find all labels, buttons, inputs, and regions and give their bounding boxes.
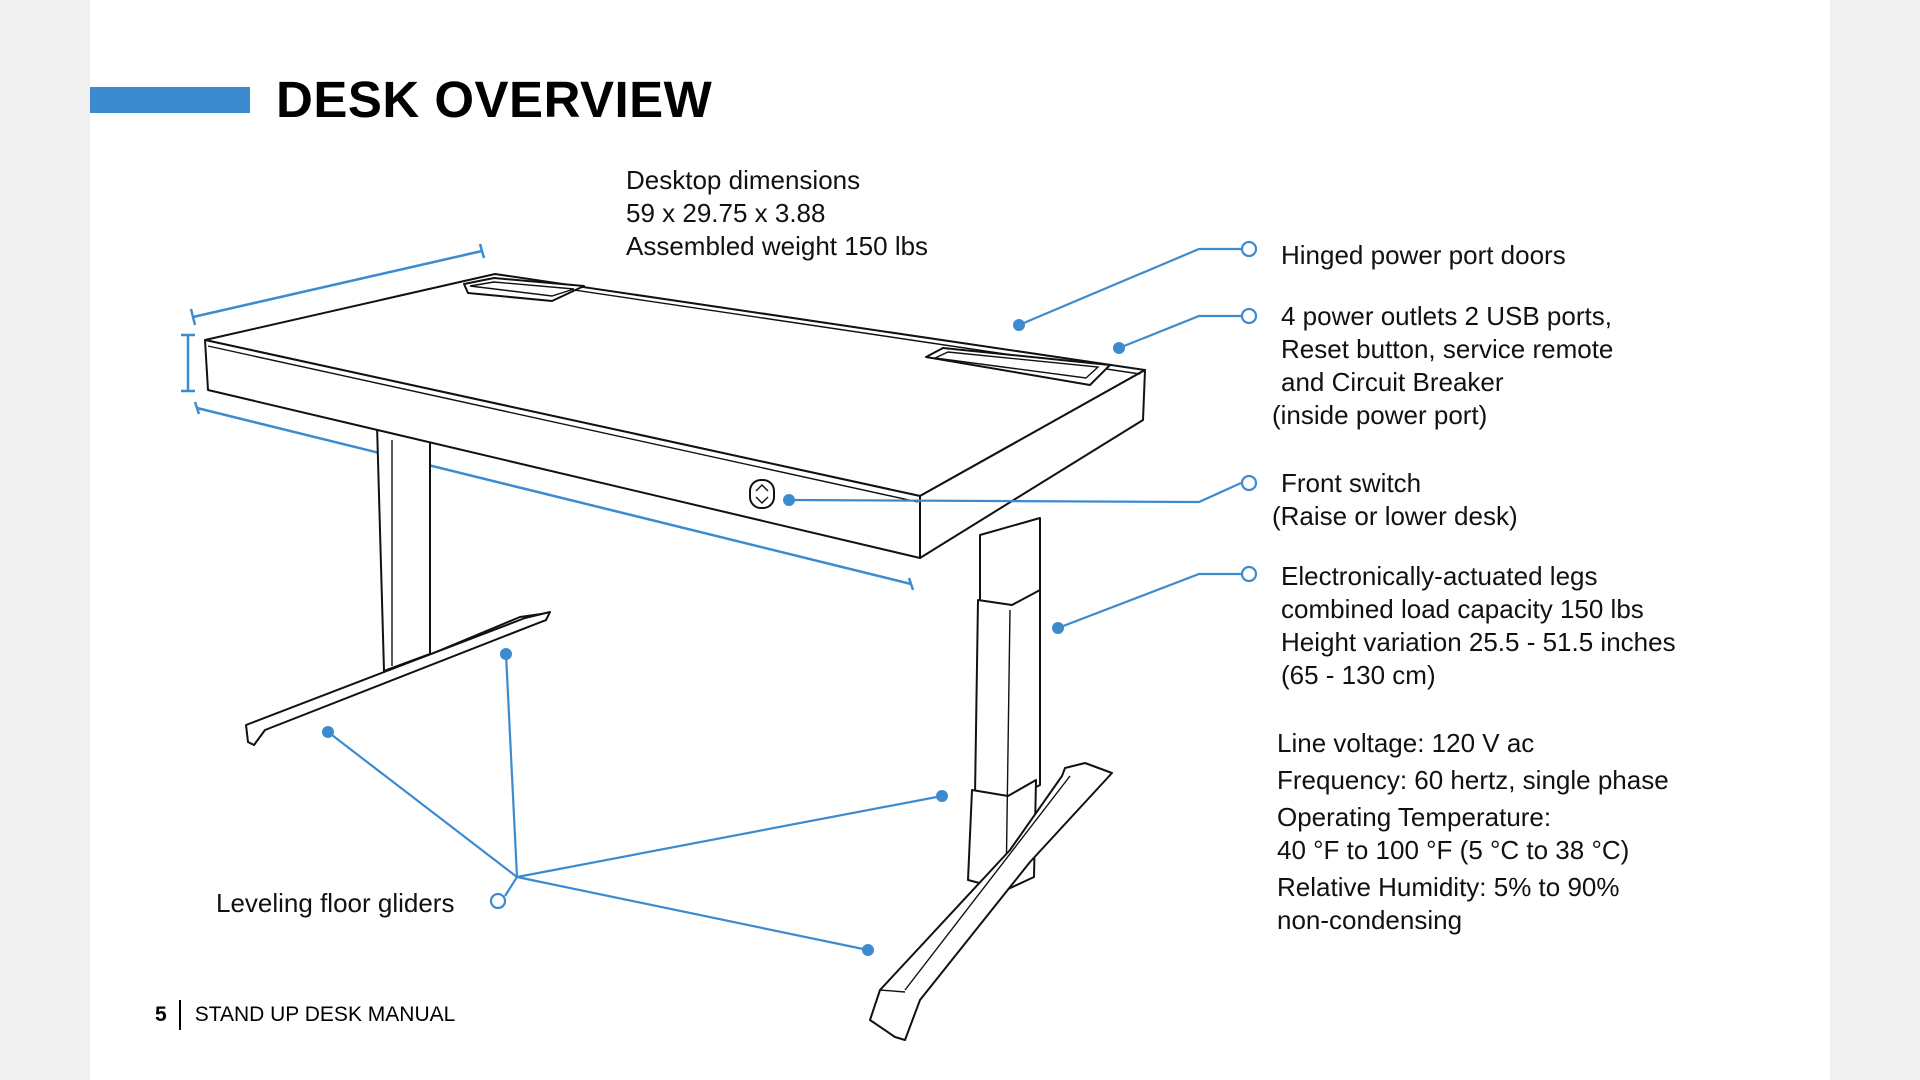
- spec-line: Frequency: 60 hertz, single phase: [1277, 765, 1669, 795]
- desktop-side: [919, 369, 1146, 559]
- callout-line: combined load capacity 150 lbs: [1281, 594, 1644, 624]
- raise-lower-switch-icon: [749, 479, 775, 509]
- page-number: 5: [155, 1003, 167, 1026]
- callout-line: Reset button, service remote: [1281, 334, 1614, 364]
- gliders-callout: Leveling floor gliders: [216, 887, 454, 920]
- power-port-marker: [1240, 307, 1258, 325]
- front-right-foot: [869, 762, 1113, 1041]
- spec-line: Relative Humidity: 5% to 90%: [1277, 872, 1620, 902]
- front-switch-marker: [1240, 474, 1258, 492]
- legs-marker: [1240, 565, 1258, 583]
- manual-title: STAND UP DESK MANUAL: [194, 1003, 456, 1026]
- callout-lines: [322, 240, 1258, 956]
- dimension-lines: [181, 243, 915, 591]
- callout-line: (Raise or lower desk): [1272, 501, 1518, 531]
- spec-line: Line voltage: 120 V ac: [1277, 728, 1535, 758]
- desk-drawing: [204, 273, 1146, 1041]
- callout-line: Leveling floor gliders: [216, 888, 455, 918]
- hinged-doors-marker: [1240, 240, 1258, 258]
- callout-line: Front switch: [1281, 468, 1422, 498]
- page-title: DESK OVERVIEW: [276, 71, 713, 128]
- callout-line: Electronically-actuated legs: [1281, 561, 1598, 591]
- title-accent-bar: [90, 87, 250, 113]
- callout-line: (65 - 130 cm): [1281, 660, 1436, 690]
- spec-line: 40 °F to 100 °F (5 °C to 38 °C): [1277, 835, 1630, 865]
- desktop-specs-line: Desktop dimensions: [626, 165, 861, 195]
- desktop-specs: Desktop dimensions 59 x 29.75 x 3.88 Ass…: [626, 164, 928, 263]
- callout-line: Hinged power port doors: [1281, 240, 1566, 270]
- front-switch-callout: Front switch (Raise or lower desk): [1272, 467, 1518, 533]
- callout-line: Height variation 25.5 - 51.5 inches: [1281, 627, 1676, 657]
- hinged-doors-callout: Hinged power port doors: [1281, 239, 1566, 272]
- legs-callout: Electronically-actuated legs combined lo…: [1281, 560, 1676, 692]
- callout-line: (inside power port): [1272, 400, 1488, 430]
- gliders-marker: [489, 892, 507, 910]
- callout-line: 4 power outlets 2 USB ports,: [1281, 301, 1612, 331]
- footer-divider: [178, 1000, 181, 1030]
- callout-line: and Circuit Breaker: [1281, 367, 1504, 397]
- page-footer: 5 STAND UP DESK MANUAL: [155, 1000, 455, 1030]
- front-left-foot: [245, 611, 551, 746]
- back-left-leg: [376, 424, 431, 672]
- electrical-specs: Line voltage: 120 V ac Frequency: 60 her…: [1277, 727, 1669, 937]
- spec-line: Operating Temperature:: [1277, 802, 1552, 832]
- desktop-specs-line: Assembled weight 150 lbs: [626, 231, 929, 261]
- desktop-specs-line: 59 x 29.75 x 3.88: [626, 198, 826, 228]
- power-port-callout: 4 power outlets 2 USB ports, Reset butto…: [1272, 300, 1613, 432]
- spec-line: non-condensing: [1277, 905, 1463, 935]
